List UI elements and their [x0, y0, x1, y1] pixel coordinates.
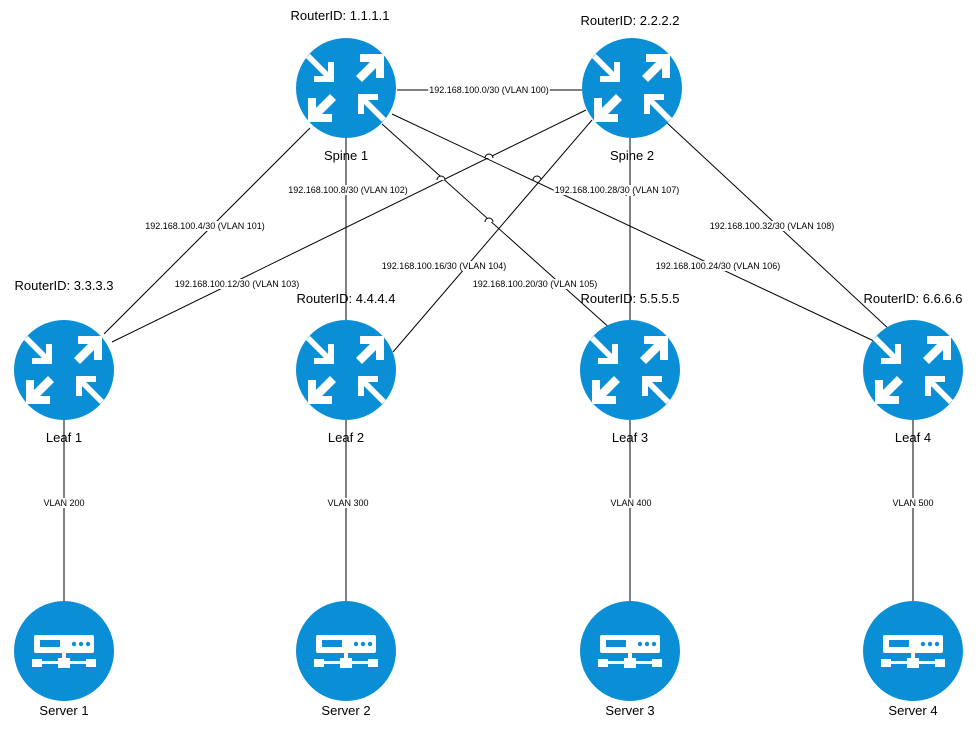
server3-node[interactable]: [580, 601, 680, 701]
line-crossover-hop: [484, 217, 494, 223]
link-label-group: 192.168.100.0/30 (VLAN 100): [428, 85, 550, 95]
link-label-group: 192.168.100.8/30 (VLAN 102): [287, 185, 409, 195]
spine1-router[interactable]: [296, 38, 396, 138]
link-label-group: VLAN 200: [42, 498, 86, 508]
link-label-group: 192.168.100.24/30 (VLAN 106): [654, 261, 782, 271]
link-label-group: 192.168.100.20/30 (VLAN 105): [471, 279, 599, 289]
server-glyph-icon: [32, 635, 96, 668]
link-label-group: 192.168.100.12/30 (VLAN 103): [173, 279, 301, 289]
leaf2-router[interactable]: [296, 320, 396, 420]
link-label-background: [471, 279, 599, 289]
router-name-label: Leaf 1: [46, 430, 82, 445]
server-glyph-icon: [881, 635, 945, 668]
router-name-label: Leaf 2: [328, 430, 364, 445]
link-label: 192.168.100.8/30 (VLAN 102): [288, 185, 408, 195]
router-id-label: RouterID: 1.1.1.1: [291, 8, 390, 23]
link-label-group: 192.168.100.32/30 (VLAN 108): [708, 221, 836, 231]
server1-node[interactable]: [14, 601, 114, 701]
link-label: 192.168.100.20/30 (VLAN 105): [473, 279, 598, 289]
link-spine2-leaf1: [111, 109, 587, 343]
router-name-label: Spine 1: [324, 148, 368, 163]
link-label: 192.168.100.24/30 (VLAN 106): [656, 261, 781, 271]
link-label-background: [287, 185, 409, 195]
link-label: VLAN 500: [892, 498, 933, 508]
line-crossover-hop: [436, 175, 446, 181]
leaf4-router[interactable]: [863, 320, 963, 420]
router-icon: [296, 38, 396, 138]
link-label: VLAN 200: [43, 498, 84, 508]
link-label: 192.168.100.12/30 (VLAN 103): [175, 279, 300, 289]
server-name-label: Server 2: [321, 703, 370, 718]
leaf3-router[interactable]: [580, 320, 680, 420]
server-glyph-icon: [314, 635, 378, 668]
link-label-background: [891, 498, 935, 508]
router-name-label: Leaf 4: [895, 430, 931, 445]
links-layer: [63, 89, 914, 601]
link-label-background: [609, 498, 653, 508]
link-label-background: [654, 261, 782, 271]
link-label-background: [380, 261, 508, 271]
link-label-group: VLAN 400: [609, 498, 653, 508]
server-glyph-icon: [598, 635, 662, 668]
spine2-router[interactable]: [582, 38, 682, 138]
link-spine1-leaf3: [381, 123, 613, 331]
server-name-label: Server 3: [605, 703, 654, 718]
link-label-group: VLAN 300: [326, 498, 370, 508]
link-spine2-leaf2: [392, 119, 593, 353]
leaf1-router[interactable]: [14, 320, 114, 420]
router-name-label: Leaf 3: [612, 430, 648, 445]
router-icon: [582, 38, 682, 138]
line-crossover-hop: [484, 153, 494, 159]
router-icon: [14, 320, 114, 420]
link-label-group: 192.168.100.28/30 (VLAN 107): [553, 185, 681, 195]
link-label-background: [553, 185, 681, 195]
router-id-label: RouterID: 2.2.2.2: [581, 13, 680, 28]
link-label-background: [708, 221, 836, 231]
link-label: 192.168.100.4/30 (VLAN 101): [145, 221, 265, 231]
link-label: VLAN 300: [327, 498, 368, 508]
router-id-label: RouterID: 3.3.3.3: [15, 278, 114, 293]
router-icon: [580, 320, 680, 420]
link-spine1-leaf4: [391, 113, 877, 343]
router-icon: [296, 320, 396, 420]
router-id-label: RouterID: 6.6.6.6: [864, 291, 963, 306]
server2-node[interactable]: [296, 601, 396, 701]
link-label-background: [42, 498, 86, 508]
nodes-layer: [14, 38, 963, 701]
link-label-background: [144, 221, 266, 231]
link-label-group: 192.168.100.16/30 (VLAN 104): [380, 261, 508, 271]
router-name-label: Spine 2: [610, 148, 654, 163]
link-label-background: [428, 85, 550, 95]
link-label-group: VLAN 500: [891, 498, 935, 508]
router-icon: [863, 320, 963, 420]
link-label: 192.168.100.16/30 (VLAN 104): [382, 261, 507, 271]
link-label-background: [173, 279, 301, 289]
link-label: VLAN 400: [610, 498, 651, 508]
labels-layer: 192.168.100.0/30 (VLAN 100) 192.168.100.4…: [15, 8, 963, 718]
server-name-label: Server 4: [888, 703, 937, 718]
server4-node[interactable]: [863, 601, 963, 701]
line-crossover-hop: [532, 175, 542, 181]
link-label-group: 192.168.100.4/30 (VLAN 101): [144, 221, 266, 231]
link-label-background: [326, 498, 370, 508]
link-label: 192.168.100.28/30 (VLAN 107): [555, 185, 680, 195]
link-label: 192.168.100.0/30 (VLAN 100): [429, 85, 549, 95]
link-label: 192.168.100.32/30 (VLAN 108): [710, 221, 835, 231]
router-id-label: RouterID: 4.4.4.4: [297, 291, 396, 306]
server-name-label: Server 1: [39, 703, 88, 718]
router-id-label: RouterID: 5.5.5.5: [581, 291, 680, 306]
